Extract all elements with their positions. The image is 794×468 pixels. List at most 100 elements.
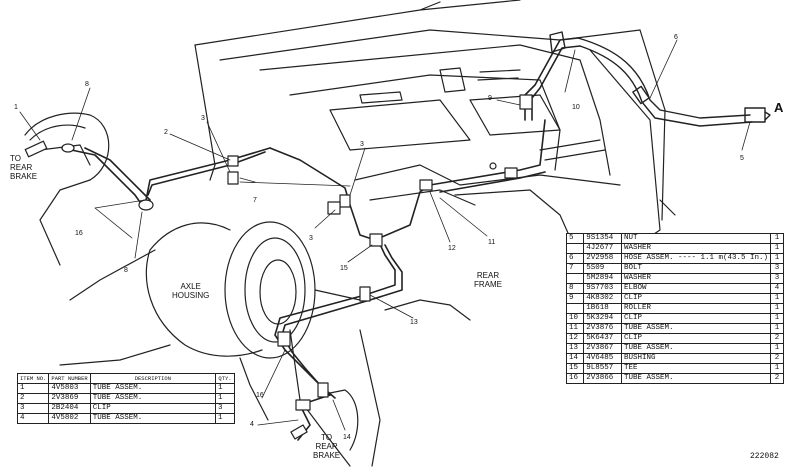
desc-cell: HOSE ASSEM. ---- 1.1 m(43.5 In.) [620,253,771,264]
part-cell: 4V5802 [48,413,91,424]
item-cell: 7 [565,263,585,274]
qty-cell: 2 [769,373,785,384]
part-cell: 2V3866 [583,373,622,384]
desc-cell: TEE [620,363,771,374]
qty-cell: 1 [215,413,235,424]
axle-housing-drawing [39,179,361,467]
item-cell [565,243,585,254]
part-cell: 2B2404 [48,403,91,414]
callout-2: 2 [164,129,168,136]
header-description: DESCRIPTION [89,373,217,384]
table-header-row: ITEM NO. PART NUMBER DESCRIPTION QTY. [16,373,235,384]
item-cell: 4 [16,413,50,424]
table-row: 1 4V5803 TUBE ASSEM. 1 [16,383,235,394]
qty-cell: 1 [769,363,785,374]
qty-cell: 1 [769,243,785,254]
callout-6: 6 [674,34,678,41]
desc-cell: CLIP [620,313,771,324]
item-cell [565,303,585,314]
callout-8-top: 8 [85,81,89,88]
callout-3-mid: 3 [360,141,364,148]
callout-15: 15 [340,265,348,272]
axle-housing-label: AXLE HOUSING [172,282,210,300]
part-cell: 5S09 [583,263,622,274]
qty-cell: 1 [769,293,785,304]
part-cell: 5M2894 [583,273,622,284]
part-cell: 2V3869 [48,393,91,404]
qty-cell: 3 [769,263,785,274]
qty-cell: 1 [769,303,785,314]
part-cell: 4K8302 [583,293,622,304]
desc-cell: BUSHING [620,353,771,364]
part-cell: 4V6485 [583,353,622,364]
callout-14: 14 [343,434,351,441]
desc-cell: TUBE ASSEM. [620,373,771,384]
header-part-number: PART NUMBER [48,373,91,384]
qty-cell: 1 [215,383,235,394]
fittings [24,94,533,440]
callout-5: 5 [740,155,744,162]
callout-9: 9 [488,95,492,102]
item-cell: 2 [16,393,50,404]
machine-body [194,0,676,467]
rear-frame-label: REAR FRAME [474,271,502,289]
part-cell: 9S1354 [583,233,622,244]
callout-16-left: 16 [75,230,83,237]
part-cell: 9L8557 [583,363,622,374]
table-row: 2 2V3869 TUBE ASSEM. 1 [16,393,235,404]
qty-cell: 1 [769,253,785,264]
callout-12: 12 [448,245,456,252]
callout-1: 1 [14,104,18,111]
desc-cell: ELBOW [620,283,771,294]
item-cell: 11 [565,323,585,334]
part-cell: 4J2677 [583,243,622,254]
desc-cell: NUT [620,233,771,244]
item-cell: 10 [565,313,585,324]
part-cell: 2V3867 [583,343,622,354]
item-cell: 6 [565,253,585,264]
desc-cell: ROLLER [620,303,771,314]
part-cell: 9S7703 [583,283,622,294]
part-cell: 2V2958 [583,253,622,264]
item-cell: 13 [565,343,585,354]
item-cell: 1 [16,383,50,394]
table-row: 3 2B2404 CLIP 3 [16,403,235,414]
qty-cell: 1 [769,233,785,244]
desc-cell: TUBE ASSEM. [89,393,217,404]
callout-3-low: 3 [309,235,313,242]
part-cell: 1B618 [583,303,622,314]
desc-cell: BOLT [620,263,771,274]
header-qty: QTY. [215,373,235,384]
callout-3-top: 3 [201,115,205,122]
item-cell: 9 [565,293,585,304]
part-cell: 5K6437 [583,333,622,344]
qty-cell: 3 [215,403,235,414]
leader-lines [19,39,751,431]
left-brake-drum [24,112,110,181]
hose-assembly [549,31,771,127]
qty-cell: 2 [769,353,785,364]
item-cell: 12 [565,333,585,344]
item-cell: 3 [16,403,50,414]
qty-cell: 1 [769,313,785,324]
qty-cell: 1 [769,343,785,354]
callout-16-bottom: 16 [256,392,264,399]
qty-cell: 1 [215,393,235,404]
qty-cell: 4 [769,283,785,294]
to-rear-brake-left-label: TO REAR BRAKE [10,154,38,181]
